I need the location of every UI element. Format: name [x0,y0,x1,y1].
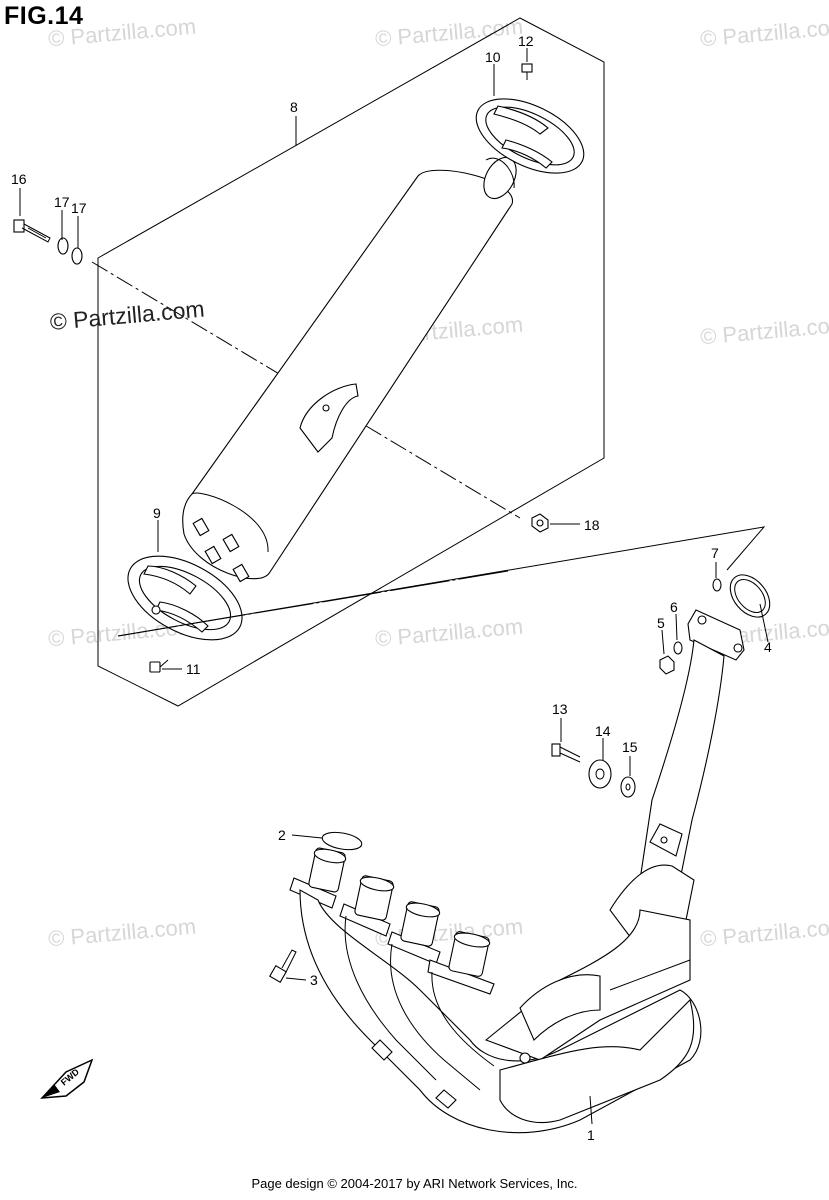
spacer-14 [588,759,612,789]
mid-pipe [609,609,745,951]
nut-18 [531,513,549,533]
callout-4: 4 [764,639,772,655]
nut-5 [659,655,675,675]
muffler-body [182,156,517,583]
washer-6 [673,641,683,655]
callout-5: 5 [657,615,665,631]
figure-title: FIG.14 [4,2,84,30]
callout-10: 10 [485,49,501,65]
bolt-11 [149,659,169,673]
washer-15 [620,776,636,798]
callout-12: 12 [518,33,534,49]
end-cap-front [127,555,243,641]
bolt-12 [521,63,533,80]
callout-15: 15 [622,739,638,755]
end-cap-rear [475,98,585,174]
callout-16: 16 [11,171,27,187]
washer-17b [71,247,83,265]
callout-6: 6 [670,599,678,615]
callout-3: 3 [310,972,318,988]
callout-18: 18 [584,517,600,533]
callout-1: 1 [587,1127,595,1143]
callout-14: 14 [595,723,611,739]
callout-2: 2 [278,827,286,843]
callout-9: 9 [153,505,161,521]
callout-11: 11 [186,661,201,677]
bolt-16 [13,219,51,243]
callout-17b: 17 [71,200,87,216]
callout-8: 8 [290,99,298,115]
washer-7 [712,578,722,592]
muffler-assembly-outline [97,17,605,707]
gasket-2 [321,831,363,851]
bolt-13 [551,743,581,763]
callout-13: 13 [552,701,568,717]
exhaust-header [289,847,702,1134]
leader-lines [19,48,769,1125]
callout-7: 7 [711,545,719,561]
fwd-arrow-icon: FWD [40,1058,94,1099]
footer-copyright: Page design © 2004-2017 by ARI Network S… [251,1176,578,1191]
callout-17a: 17 [54,194,70,210]
callouts: 1 2 3 4 5 6 7 8 9 10 11 12 13 14 15 16 1… [11,33,772,1143]
bolt-3 [269,949,297,983]
gasket-4 [729,574,771,618]
washer-17a [57,237,69,255]
